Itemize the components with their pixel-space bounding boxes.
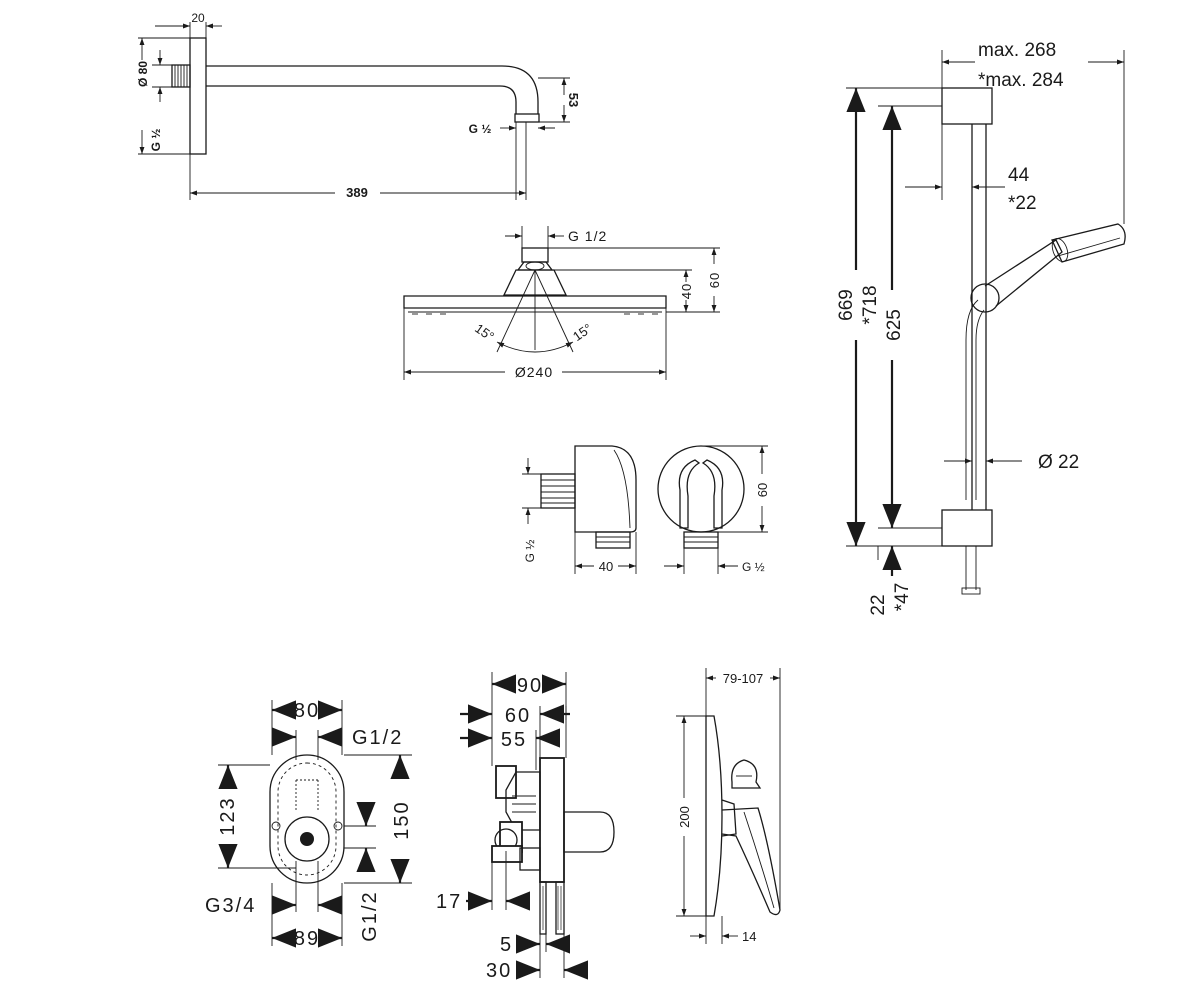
inlet-thread-label: G ½ xyxy=(149,129,163,152)
mixer-height-label: 123 xyxy=(217,796,239,835)
outlet-thread-label: G ½ xyxy=(469,122,492,136)
total-height-label: 60 xyxy=(707,272,722,288)
overhead-shower-dimensions: G 1/2 40 60 15° 15° Ø240 xyxy=(403,226,722,380)
rail-mount-distance-label: 625 xyxy=(884,309,905,341)
spray-angle-left-label: 15° xyxy=(472,321,497,345)
outlet-side-thread-label: G ½ xyxy=(523,540,537,563)
outlet-diameter-label: 60 xyxy=(755,483,770,497)
shower-rail-outline xyxy=(941,87,1126,595)
wall-outlet-outline xyxy=(540,445,745,549)
mixer-side-dimensions: 90 60 55 17 5 30 xyxy=(436,672,589,982)
rail-wall-distance-alt-label: *22 xyxy=(1008,193,1037,214)
mixer-trim-dimensions: 79-107 200 14 xyxy=(676,668,781,944)
rail-height-alt-label: *718 xyxy=(860,285,881,324)
mixer-bottom-thread-label: G1/2 xyxy=(359,890,381,941)
spray-angle-right-label: 15° xyxy=(570,321,595,345)
wall-outlet-view: G ½ 40 G ½ 60 xyxy=(522,445,770,574)
shower-arm-outline xyxy=(171,37,540,155)
side-total-depth-label: 90 xyxy=(517,675,543,697)
side-min-depth-label: 5 xyxy=(500,934,513,956)
side-inlet-depth-label: 17 xyxy=(436,891,462,913)
rail-bottom-offset-label: 22 xyxy=(868,594,889,615)
shower-rail-view: max. 268 *max. 284 44 *22 669 *718 625 Ø… xyxy=(836,40,1126,616)
arm-drop-label: 53 xyxy=(566,93,581,107)
shower-arm-view: 20 Ø 80 G ½ 53 G ½ 389 xyxy=(136,11,581,200)
rail-height-label: 669 xyxy=(836,289,857,321)
side-depth-60-label: 60 xyxy=(505,705,531,727)
rail-max-width-alt-label: *max. 284 xyxy=(978,70,1064,91)
rail-wall-distance-label: 44 xyxy=(1008,165,1030,186)
overhead-shower-outline xyxy=(403,247,667,353)
mixer-trim-outline xyxy=(705,715,781,917)
mixer-side-view: 90 60 55 17 5 30 xyxy=(436,672,615,982)
body-height-label: 40 xyxy=(679,283,694,299)
overhead-diameter-label: Ø240 xyxy=(515,364,553,380)
mixer-inlet-spacing-label: 89 xyxy=(294,928,320,950)
overhead-shower-view: G 1/2 40 60 15° 15° Ø240 xyxy=(403,226,722,380)
mixer-cover-height-label: 150 xyxy=(391,800,413,839)
rail-diameter-label: Ø 22 xyxy=(1038,452,1079,473)
side-max-depth-label: 30 xyxy=(486,960,512,982)
outlet-bottom-thread-label: G ½ xyxy=(742,560,765,574)
rail-bottom-offset-alt-label: *47 xyxy=(892,583,913,612)
flange-diameter-label: Ø 80 xyxy=(136,61,150,87)
mixer-inlet-thread-label: G3/4 xyxy=(205,895,256,917)
wall-outlet-dimensions: G ½ 40 G ½ 60 xyxy=(522,445,770,574)
trim-thickness-label: 14 xyxy=(742,929,756,944)
mixer-outlet-thread-label: G1/2 xyxy=(352,727,403,749)
mixer-side-outline xyxy=(491,757,615,935)
overhead-connection-label: G 1/2 xyxy=(568,228,607,244)
arm-length-label: 389 xyxy=(346,185,368,200)
rail-max-width-label: max. 268 xyxy=(978,40,1056,61)
mixer-width-label: 80 xyxy=(294,700,320,722)
trim-projection-label: 79-107 xyxy=(723,671,763,686)
mixer-front-outline xyxy=(269,754,345,884)
outlet-depth-label: 40 xyxy=(599,559,613,574)
mixer-front-view: 80 G1/2 123 150 G1/2 G3/4 xyxy=(205,700,413,950)
mixer-front-dimensions: 80 G1/2 123 150 G1/2 G3/4 xyxy=(205,700,413,950)
shower-arm-dimensions: 20 Ø 80 G ½ 53 G ½ 389 xyxy=(136,11,581,200)
side-depth-55-label: 55 xyxy=(501,729,527,751)
mixer-trim-view: 79-107 200 14 xyxy=(676,668,781,944)
trim-height-label: 200 xyxy=(677,806,692,828)
flange-width-label: 20 xyxy=(191,11,205,25)
shower-rail-dimensions: max. 268 *max. 284 44 *22 669 *718 625 Ø… xyxy=(836,40,1125,616)
